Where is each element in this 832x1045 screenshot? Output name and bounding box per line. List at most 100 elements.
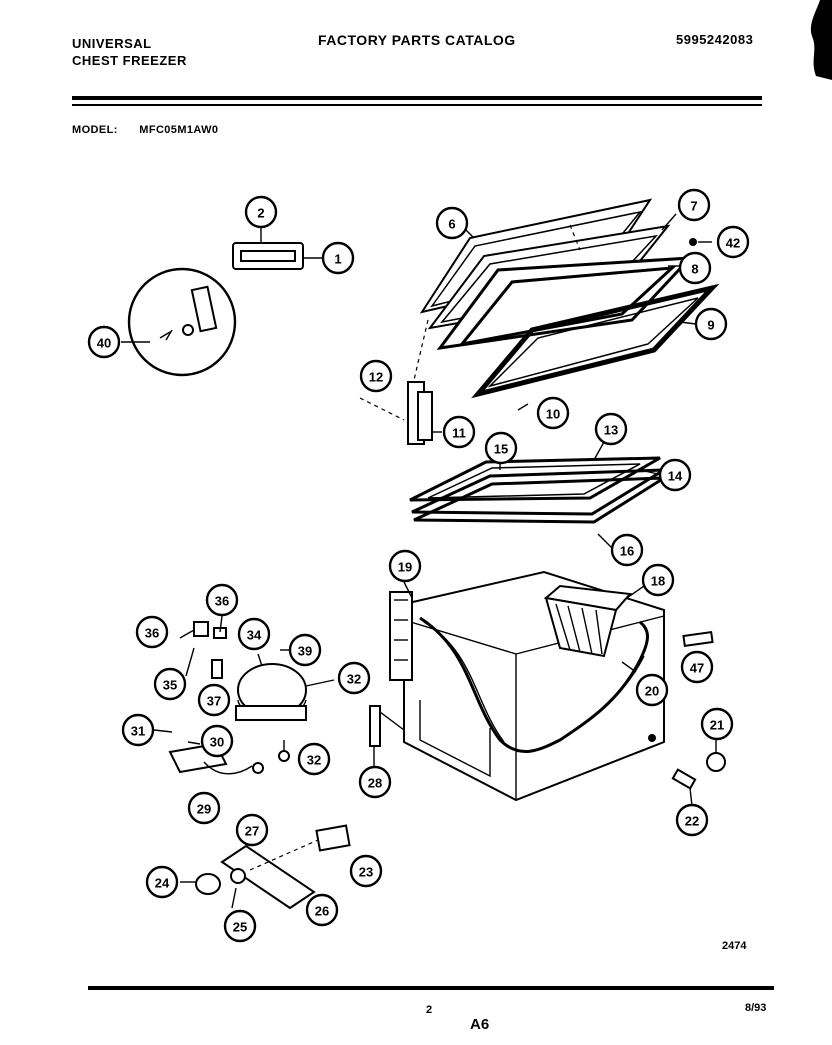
callout-number: 30 <box>210 735 224 750</box>
callout-number: 7 <box>690 199 697 214</box>
callout-number: 23 <box>359 865 373 880</box>
callout-28: 28 <box>358 765 392 799</box>
callout-number: 22 <box>685 814 699 829</box>
callout-number: 28 <box>368 776 382 791</box>
callout-number: 27 <box>245 824 259 839</box>
compressor-part <box>235 649 335 762</box>
callout-22: 22 <box>675 803 709 837</box>
callout-35: 35 <box>153 667 187 701</box>
callout-number: 42 <box>726 236 740 251</box>
callout-number: 18 <box>651 574 665 589</box>
callout-1: 1 <box>321 241 355 275</box>
callout-number: 2 <box>257 206 264 221</box>
callout-number: 36 <box>215 594 229 609</box>
callout-number: 21 <box>710 718 724 733</box>
callout-32: 32 <box>337 661 371 695</box>
callout-19: 19 <box>388 549 422 583</box>
callout-29: 29 <box>187 791 221 825</box>
callout-37: 37 <box>197 683 231 717</box>
revision-date: 8/93 <box>745 1002 767 1014</box>
callout-16: 16 <box>610 533 644 567</box>
drawing-number: 2474 <box>722 940 747 952</box>
callout-36: 36 <box>205 583 239 617</box>
page-number: 2 <box>426 1004 433 1016</box>
callout-21: 21 <box>700 707 734 741</box>
callout-36: 36 <box>135 615 169 649</box>
callout-number: 35 <box>163 678 177 693</box>
callout-24: 24 <box>145 865 179 899</box>
callout-34: 34 <box>237 617 271 651</box>
callout-number: 39 <box>298 644 312 659</box>
section-code: A6 <box>470 1016 490 1033</box>
brand-line-1: UNIVERSAL <box>72 36 152 51</box>
callout-number: 12 <box>369 370 383 385</box>
callout-42: 42 <box>716 225 750 259</box>
handle-part <box>232 226 322 270</box>
callout-10: 10 <box>536 396 570 430</box>
callout-20: 20 <box>635 673 669 707</box>
footer-rule <box>88 986 774 990</box>
callout-8: 8 <box>678 251 712 285</box>
model-number: MFC05M1AW0 <box>139 124 219 136</box>
callout-number: 37 <box>207 694 221 709</box>
callout-number: 40 <box>97 336 111 351</box>
callout-15: 15 <box>484 431 518 465</box>
callout-18: 18 <box>641 563 675 597</box>
callout-32: 32 <box>297 742 331 776</box>
callout-number: 8 <box>691 262 698 277</box>
callout-labels: 1267428940121011151314161918363439363235… <box>87 188 750 943</box>
catalog-title: FACTORY PARTS CATALOG <box>318 32 516 48</box>
liner-frames <box>409 441 670 549</box>
callout-number: 15 <box>494 442 508 457</box>
callout-number: 19 <box>398 560 412 575</box>
document-number: 5995242083 <box>676 32 754 47</box>
callout-31: 31 <box>121 713 155 747</box>
callout-number: 6 <box>448 217 455 232</box>
callout-23: 23 <box>349 854 383 888</box>
callout-7: 7 <box>677 188 711 222</box>
callout-25: 25 <box>223 909 257 943</box>
callout-number: 47 <box>690 661 704 676</box>
callout-number: 9 <box>707 318 714 333</box>
callout-number: 24 <box>155 876 170 891</box>
hinge-part <box>359 381 529 445</box>
callout-number: 11 <box>452 426 466 441</box>
callout-number: 13 <box>604 423 618 438</box>
callout-number: 20 <box>645 684 659 699</box>
callout-13: 13 <box>594 412 628 446</box>
callout-number: 16 <box>620 544 634 559</box>
callout-number: 25 <box>233 920 247 935</box>
callout-number: 32 <box>307 753 321 768</box>
power-cord-parts <box>180 824 351 910</box>
callout-6: 6 <box>435 206 469 240</box>
scan-edge-mark <box>810 0 832 80</box>
callout-40: 40 <box>87 325 121 359</box>
callout-9: 9 <box>694 307 728 341</box>
callout-47: 47 <box>680 650 714 684</box>
callout-30: 30 <box>200 724 234 758</box>
callout-number: 29 <box>197 802 211 817</box>
brand-line-2: CHEST FREEZER <box>72 53 187 68</box>
callout-number: 10 <box>546 407 560 422</box>
thermostat-part <box>369 705 405 768</box>
callout-number: 26 <box>315 904 329 919</box>
lock-inset <box>121 267 237 377</box>
callout-2: 2 <box>244 195 278 229</box>
basket-part <box>543 584 645 658</box>
drain-parts <box>621 661 726 807</box>
callout-14: 14 <box>658 458 692 492</box>
callout-number: 34 <box>247 628 262 643</box>
callout-number: 32 <box>347 672 361 687</box>
callout-12: 12 <box>359 359 393 393</box>
callout-11: 11 <box>442 415 476 449</box>
model-row: MODEL: MFC05M1AW0 <box>72 124 218 136</box>
cabinet-body <box>389 570 665 802</box>
header-rule-thick <box>72 96 762 100</box>
relay-parts <box>179 615 227 679</box>
header-rule-thin <box>72 104 762 106</box>
callout-26: 26 <box>305 893 339 927</box>
callout-number: 31 <box>131 724 145 739</box>
callout-number: 14 <box>668 469 683 484</box>
callout-number: 36 <box>145 626 159 641</box>
